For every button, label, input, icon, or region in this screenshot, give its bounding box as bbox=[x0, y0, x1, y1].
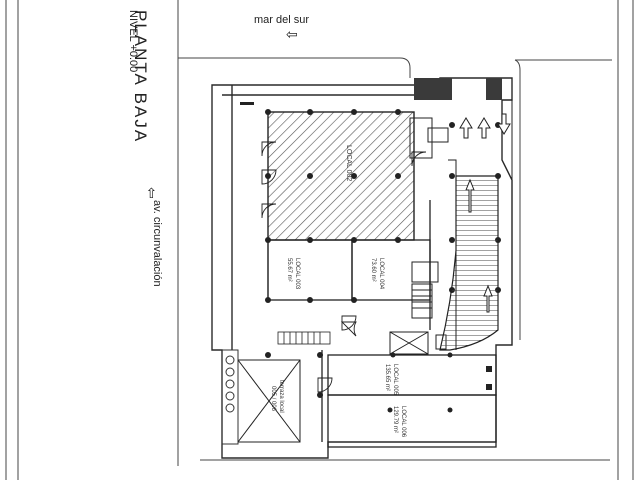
sheet-border bbox=[5, 0, 634, 480]
room-area-local-003: 55.67 m² bbox=[286, 258, 292, 282]
local-005-006-rooms bbox=[321, 350, 497, 448]
room-label-local-006: LOCAL 006 bbox=[400, 406, 406, 438]
room-area-local-005: 135.65 m² bbox=[384, 364, 390, 392]
room-area-local-006: 129.79 m² bbox=[392, 406, 398, 434]
room-label-local-003: LOCAL 003 bbox=[294, 258, 300, 290]
street-label-north: mar del sur bbox=[254, 14, 310, 26]
entry-arrow-icon bbox=[459, 113, 511, 139]
entry-strip bbox=[414, 78, 502, 100]
room-ref-terraza: 005 / 006 bbox=[270, 386, 276, 412]
street-lines bbox=[177, 0, 612, 466]
door-swings bbox=[261, 141, 427, 393]
misc-marks bbox=[240, 102, 492, 390]
planter-strip bbox=[221, 349, 239, 445]
room-label-local-002: LOCAL 002 bbox=[345, 145, 352, 182]
service-core bbox=[389, 117, 449, 355]
room-label-terraza: terraza local bbox=[278, 380, 284, 413]
room-label-local-004: LOCAL 004 bbox=[378, 258, 384, 290]
parking-ramp bbox=[439, 99, 513, 351]
terraza-area bbox=[237, 359, 301, 443]
ramp-arrow-icon bbox=[465, 178, 493, 313]
room-label-local-005: LOCAL 005 bbox=[392, 364, 398, 396]
stair-strip bbox=[277, 331, 331, 345]
room-area-local-004: 73.60 m² bbox=[370, 258, 376, 282]
local-002-room bbox=[267, 111, 415, 300]
direction-arrow-icon: ⇦ bbox=[286, 26, 298, 42]
